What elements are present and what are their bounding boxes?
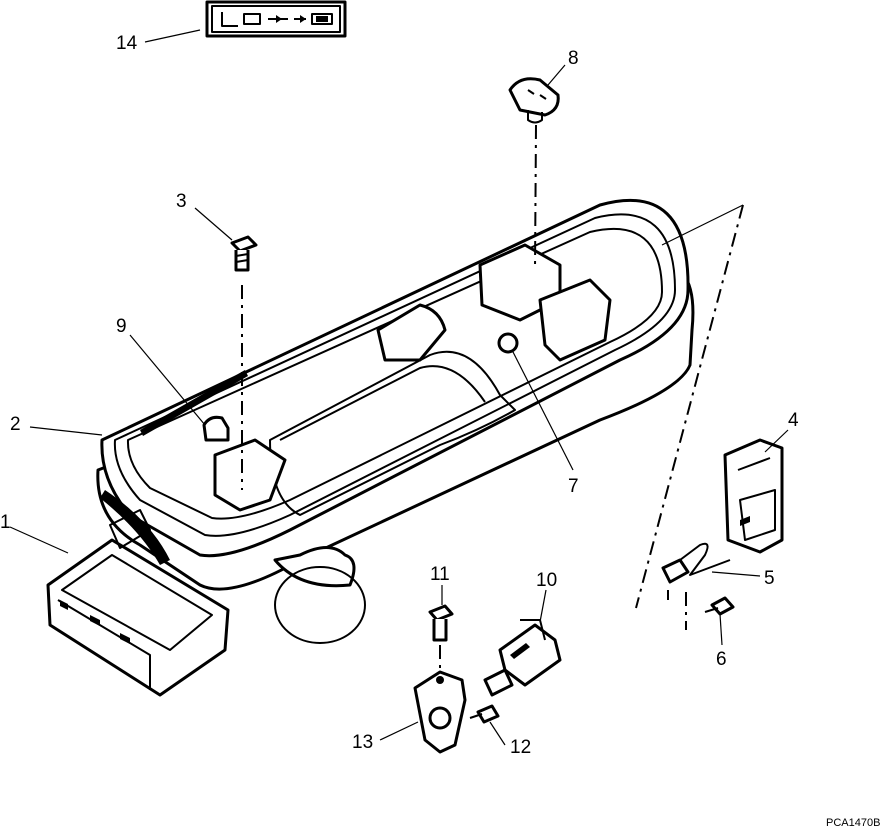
figure-code: PCA1470B: [826, 817, 880, 828]
callout-3: 3: [176, 191, 187, 212]
callout-5: 5: [764, 568, 775, 589]
bolt-part-3: [230, 235, 258, 490]
callout-9: 9: [116, 316, 127, 337]
callout-6: 6: [716, 649, 727, 670]
callout-13: 13: [352, 732, 373, 753]
fitting-part-10: [483, 619, 562, 697]
callout-11: 11: [430, 564, 450, 585]
callout-10: 10: [536, 570, 557, 591]
callout-labels: 14 8 3 9 2 1 7 4 5 6 10 11 12 13: [0, 33, 799, 758]
callout-4: 4: [788, 410, 799, 431]
lower-motor-cover: [46, 198, 695, 697]
clip-part-5: [661, 542, 731, 600]
callout-8: 8: [568, 48, 579, 69]
callout-12: 12: [510, 737, 531, 758]
callout-14: 14: [116, 33, 138, 54]
grommet-part-9: [202, 415, 230, 442]
bolt-part-11: [428, 604, 454, 670]
leader-lines: [9, 29, 789, 746]
screw-part-6: [685, 592, 735, 630]
callout-1: 1: [0, 512, 11, 533]
bracket-part-13: [413, 670, 467, 754]
drain-knob-part: [508, 77, 560, 271]
callout-2: 2: [10, 414, 21, 435]
screw-part-12: [469, 704, 500, 724]
callout-7: 7: [568, 476, 579, 497]
decal-part: [205, 0, 347, 38]
pad-part-4: [723, 438, 784, 554]
